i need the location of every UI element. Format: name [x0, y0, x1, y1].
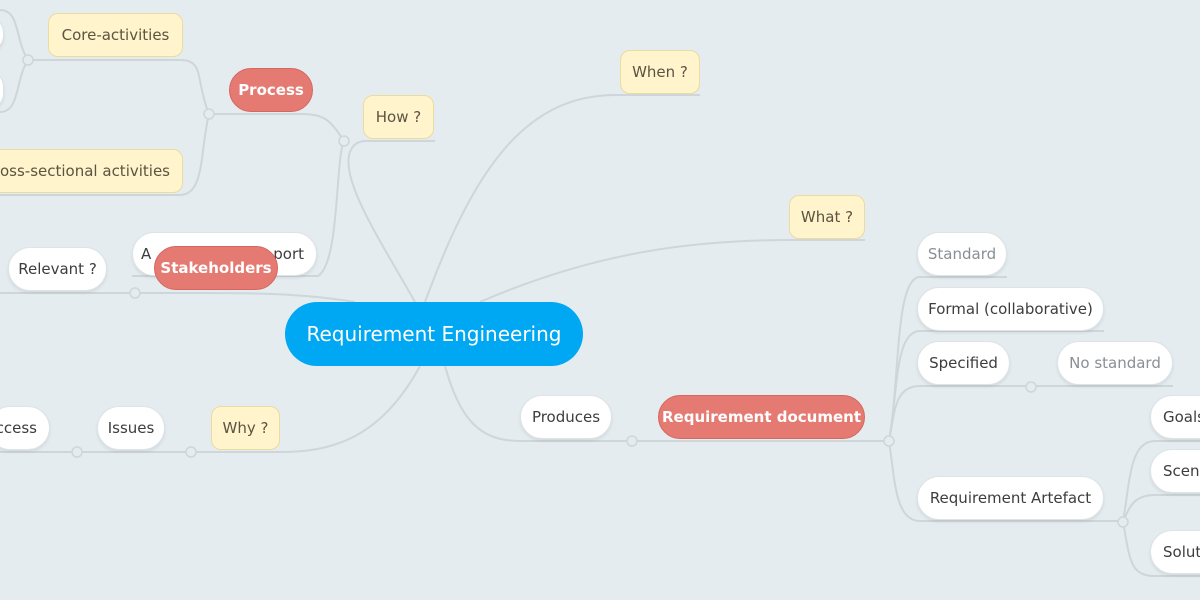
node-label: Why ? — [222, 419, 269, 437]
link-process — [209, 113, 345, 142]
connector-dot — [1117, 516, 1129, 528]
node-how[interactable]: How ? — [363, 95, 434, 139]
node-label: port — [273, 245, 304, 263]
root-label: Requirement Engineering — [306, 322, 562, 346]
node-label: No standard — [1069, 354, 1161, 372]
node-goals[interactable]: Goals — [1150, 395, 1200, 439]
node-label: Core-activities — [61, 26, 170, 44]
node-label: How ? — [375, 108, 422, 126]
link-what — [479, 239, 865, 303]
link-why — [0, 365, 421, 453]
node-specified[interactable]: Specified — [917, 341, 1010, 385]
node-label: What ? — [800, 208, 854, 226]
node-label: oss-sectional activities — [0, 162, 170, 180]
node-label: Requirement Artefact — [929, 489, 1092, 507]
node-solution[interactable]: Solut — [1150, 530, 1200, 574]
node-no-standard[interactable]: No standard — [1057, 341, 1173, 385]
node-relevant[interactable]: Relevant ? — [8, 247, 107, 291]
connector-dot — [203, 108, 215, 120]
link-specified — [888, 385, 1173, 442]
link-artefact — [888, 440, 1123, 522]
node-label: A — [141, 245, 152, 263]
node-cross-sectional-activities[interactable]: oss-sectional activities — [0, 149, 183, 193]
node-requirement-document[interactable]: Requirement document — [658, 395, 865, 439]
node-issues[interactable]: Issues — [97, 406, 165, 450]
node-label: Requirement document — [662, 408, 861, 426]
link-stakeholders — [0, 292, 356, 303]
node-label: When ? — [632, 63, 688, 81]
root-node-requirement-engineering[interactable]: Requirement Engineering — [285, 302, 583, 366]
connector-dot — [22, 54, 34, 66]
link-scen — [1122, 494, 1200, 523]
node-stakeholders[interactable]: Stakeholders — [154, 246, 278, 290]
link-core-sub2 — [0, 59, 29, 113]
link-core — [28, 59, 210, 115]
node-produces[interactable]: Produces — [520, 395, 612, 439]
node-formal-collaborative[interactable]: Formal (collaborative) — [917, 287, 1104, 331]
connector-dot — [626, 435, 638, 447]
link-produces — [444, 365, 889, 442]
link-solut — [1122, 521, 1200, 577]
link-how — [347, 140, 435, 303]
link-cross — [0, 113, 210, 196]
node-label: Scen — [1163, 462, 1200, 480]
node-requirement-artefact[interactable]: Requirement Artefact — [917, 476, 1104, 520]
node-label: Goals — [1163, 408, 1200, 426]
connector-dot — [71, 446, 83, 458]
node-label: Stakeholders — [160, 259, 272, 277]
node-label: Standard — [927, 245, 997, 263]
node-label: Solut — [1163, 543, 1200, 561]
node-label: Process — [238, 81, 304, 99]
link-core-sub1 — [0, 9, 29, 61]
node-when[interactable]: When ? — [620, 50, 700, 94]
connector-dot — [129, 287, 141, 299]
node-success[interactable]: ccess — [0, 406, 50, 450]
node-label: ccess — [0, 419, 37, 437]
node-standard[interactable]: Standard — [917, 232, 1007, 276]
node-what[interactable]: What ? — [789, 195, 865, 239]
node-label: Issues — [107, 419, 155, 437]
connector-dot — [883, 435, 895, 447]
node-core-activities[interactable]: Core-activities — [48, 13, 183, 57]
link-goals — [1122, 440, 1200, 523]
connector-dot — [185, 446, 197, 458]
node-scenarios[interactable]: Scen — [1150, 449, 1200, 493]
node-why[interactable]: Why ? — [211, 406, 280, 450]
link-approach — [132, 140, 345, 277]
node-label: Specified — [929, 354, 998, 372]
node-label: Relevant ? — [18, 260, 97, 278]
node-label: Produces — [531, 408, 601, 426]
link-when — [424, 94, 700, 303]
node-label: Formal (collaborative) — [928, 300, 1093, 318]
connector-dot — [338, 135, 350, 147]
node-process[interactable]: Process — [229, 68, 313, 112]
connector-dot — [1025, 381, 1037, 393]
